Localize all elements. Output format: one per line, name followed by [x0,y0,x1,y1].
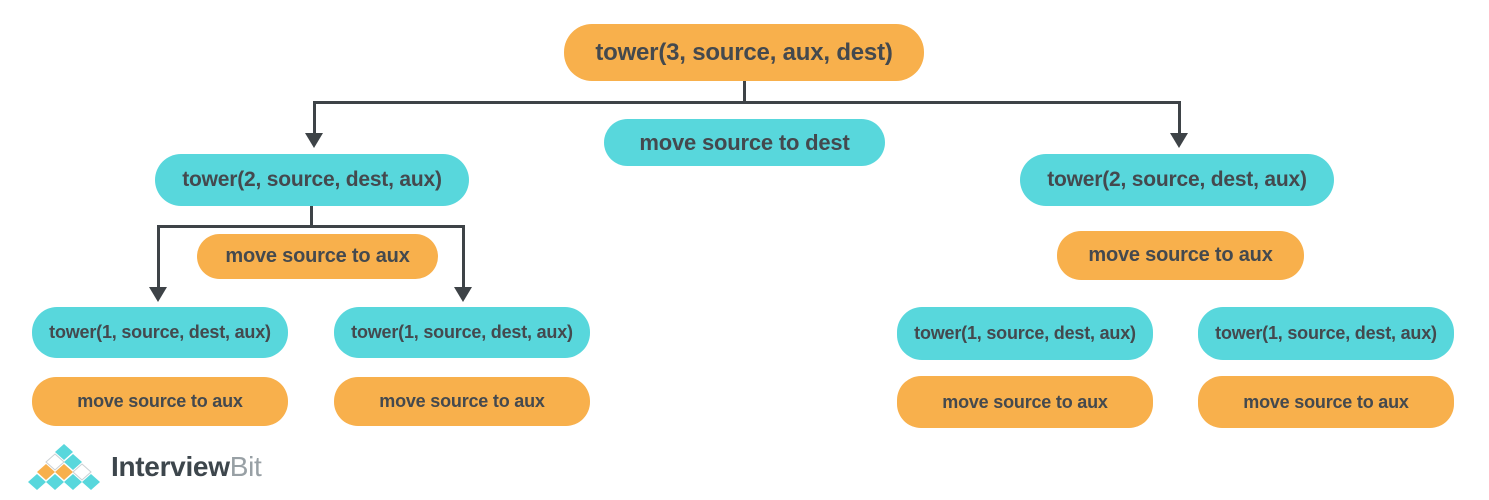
connector-root-left-drop-line [313,101,316,135]
node-right-leaf-2-call: tower(1, source, dest, aux) [1198,307,1454,360]
arrow-down-icon [454,287,472,302]
logo-text-secondary: Bit [229,451,262,482]
arrow-down-icon [149,287,167,302]
connector-root-branch-line [313,101,1181,104]
arrow-down-icon [305,133,323,148]
connector-root-stem-line [743,80,746,104]
node-left-subtree-call: tower(2, source, dest, aux) [155,154,469,206]
node-root-call: tower(3, source, aux, dest) [564,24,924,81]
connector-left-subtree-stem-line [310,206,313,227]
node-right-subtree-move: move source to aux [1057,231,1304,280]
connector-left-subtree-right-drop-line [462,225,465,290]
connector-left-subtree-left-drop-line [157,225,160,290]
connector-root-right-drop-line [1178,101,1181,135]
node-left-leaf-2-move: move source to aux [334,377,590,426]
connector-left-subtree-branch-line [157,225,465,228]
logo-text-primary: Interview [111,451,230,482]
interviewbit-logo-text: InterviewBit [111,451,262,483]
node-right-leaf-1-move: move source to aux [897,376,1153,428]
interviewbit-pyramid-icon [28,444,100,490]
node-right-subtree-call: tower(2, source, dest, aux) [1020,154,1334,206]
node-left-leaf-1-call: tower(1, source, dest, aux) [32,307,288,358]
node-right-leaf-2-move: move source to aux [1198,376,1454,428]
node-left-leaf-1-move: move source to aux [32,377,288,426]
arrow-down-icon [1170,133,1188,148]
interviewbit-logo: InterviewBit [28,444,262,490]
node-root-move: move source to dest [604,119,885,166]
node-left-subtree-move: move source to aux [197,234,438,279]
node-left-leaf-2-call: tower(1, source, dest, aux) [334,307,590,358]
node-right-leaf-1-call: tower(1, source, dest, aux) [897,307,1153,360]
